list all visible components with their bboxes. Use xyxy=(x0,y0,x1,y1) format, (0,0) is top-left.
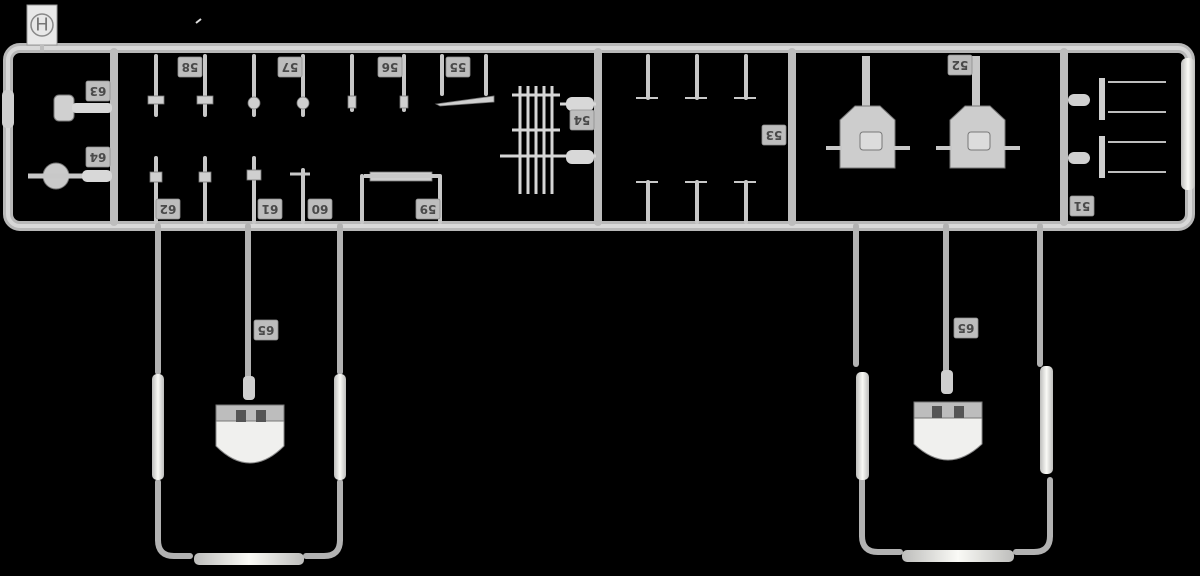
section-5-parts xyxy=(1068,78,1166,178)
left-side-bar-b xyxy=(334,374,346,480)
sprue-letter: H xyxy=(35,15,49,36)
part-number-label: 53 xyxy=(766,128,783,142)
right-side-bar-a xyxy=(856,372,869,480)
part-number-label: 65 xyxy=(258,323,275,337)
section-1-parts xyxy=(28,94,112,190)
part-54-rods xyxy=(500,86,596,194)
section-3-crossbars xyxy=(636,97,756,183)
part-54-gate xyxy=(566,97,594,111)
stray-fleck xyxy=(195,18,202,24)
part-tag xyxy=(177,56,203,78)
part-tag xyxy=(155,198,181,220)
right-hull-part xyxy=(913,370,983,461)
part-tag xyxy=(415,198,441,220)
left-hull-part xyxy=(215,376,285,464)
section-2-parts xyxy=(154,54,488,224)
part-tag xyxy=(85,80,111,102)
left-side-bar-a xyxy=(152,374,164,480)
part-number-tags: 63 64 58 57 56 55 54 53 52 51 62 61 60 59 65 65 xyxy=(85,54,1095,341)
sprue-letter-tab: H xyxy=(26,4,58,52)
part-tag xyxy=(445,56,471,78)
section-3-parts xyxy=(646,54,748,224)
lower-left-runner xyxy=(155,223,343,559)
part-number-label: 61 xyxy=(262,202,279,216)
left-bottom-bar xyxy=(194,553,304,565)
part-tag xyxy=(761,124,787,146)
part-number-label: 62 xyxy=(160,202,177,216)
part-number-label: 54 xyxy=(574,113,591,127)
part-54-gate-lower xyxy=(566,150,594,164)
part-tag xyxy=(569,109,595,131)
frame-left-bump xyxy=(2,90,14,128)
part-number-label: 64 xyxy=(90,150,107,164)
right-bottom-bar xyxy=(902,550,1014,562)
part-tag xyxy=(257,198,283,220)
section-4-parts xyxy=(826,56,1020,169)
frame-end-cap xyxy=(1181,58,1195,190)
part-number-label: 52 xyxy=(952,58,969,72)
frame-dividers xyxy=(110,48,1068,226)
part-number-label: 57 xyxy=(282,60,299,74)
lower-right-runner xyxy=(853,223,1053,555)
part-number-label: 51 xyxy=(1074,199,1091,213)
part-number-label: 55 xyxy=(450,60,467,74)
part-tag xyxy=(947,54,973,76)
right-side-bar-b xyxy=(1040,366,1053,474)
section-2-part-shapes xyxy=(147,95,495,183)
part-tag xyxy=(253,319,279,341)
part-tag xyxy=(277,56,303,78)
part-number-label: 63 xyxy=(90,84,107,98)
part-tag xyxy=(953,317,979,339)
part-number-label: 65 xyxy=(958,321,975,335)
part-number-label: 59 xyxy=(420,202,437,216)
part-tag xyxy=(1069,195,1095,217)
part-tag xyxy=(307,198,333,220)
part-number-label: 58 xyxy=(182,60,199,74)
part-number-label: 56 xyxy=(382,60,399,74)
part-tag xyxy=(85,146,111,168)
part-number-label: 60 xyxy=(312,202,329,216)
part-tag xyxy=(377,56,403,78)
